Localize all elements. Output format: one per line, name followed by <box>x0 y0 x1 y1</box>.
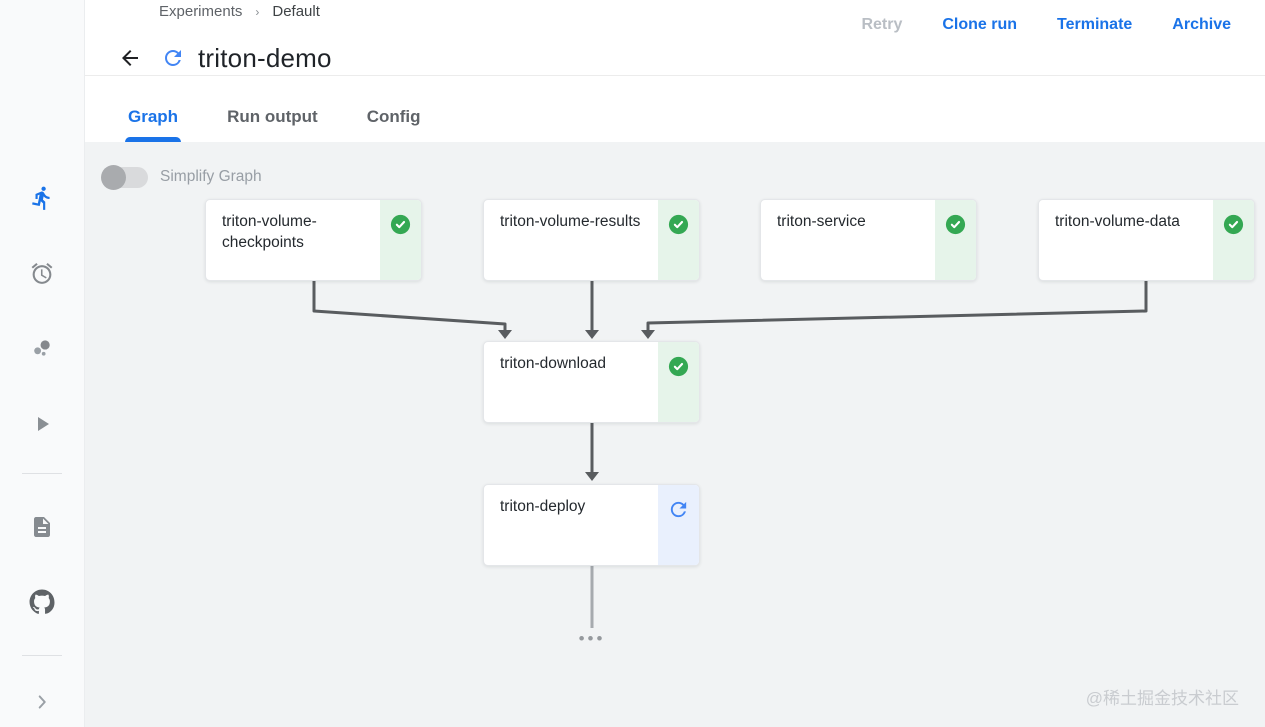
node-status-strip <box>658 200 699 280</box>
watermark: @稀土掘金技术社区 <box>1085 689 1239 708</box>
status-running-icon <box>667 498 690 521</box>
terminate-button[interactable]: Terminate <box>1057 16 1133 33</box>
simplify-graph-label: Simplify Graph <box>160 168 262 185</box>
left-nav-rail <box>0 0 85 727</box>
runs-icon[interactable] <box>29 185 55 216</box>
collapse-chevron-icon[interactable] <box>31 691 53 718</box>
experiments-icon[interactable] <box>30 336 55 366</box>
tab-run-output[interactable]: Run output <box>227 107 318 126</box>
graph-canvas: Simplify Graph triton-volume-checkpoints… <box>85 142 1265 727</box>
rail-divider <box>22 655 62 656</box>
rail-divider <box>22 473 62 474</box>
retry-button: Retry <box>861 16 903 33</box>
node-status-strip <box>1213 200 1254 280</box>
github-icon[interactable] <box>29 589 55 620</box>
node-label: triton-volume-results <box>500 213 641 230</box>
pipelines-icon[interactable] <box>30 412 54 441</box>
node-label: triton-deploy <box>500 498 586 515</box>
main-content: Experiments › Default triton-demo Retry … <box>85 0 1265 727</box>
node-triton-download[interactable]: triton-download <box>483 341 700 423</box>
header-divider <box>85 75 1265 76</box>
status-succeeded-icon <box>667 213 690 236</box>
back-arrow-icon[interactable] <box>118 46 142 70</box>
simplify-graph-toggle[interactable] <box>101 165 149 190</box>
node-label: triton-volume-data <box>1055 213 1180 230</box>
node-status-strip <box>935 200 976 280</box>
tab-config[interactable]: Config <box>366 107 421 126</box>
node-triton-volume-results[interactable]: triton-volume-results <box>483 199 700 281</box>
recurring-runs-icon[interactable] <box>30 261 55 291</box>
clone-run-button[interactable]: Clone run <box>942 16 1018 33</box>
status-succeeded-icon <box>1222 213 1245 236</box>
run-status-running-icon <box>161 46 185 70</box>
node-status-strip <box>380 200 421 280</box>
artifacts-icon[interactable] <box>30 515 54 544</box>
tab-graph[interactable]: Graph <box>124 107 182 142</box>
title-row: triton-demo <box>118 40 332 76</box>
breadcrumb-separator-icon: › <box>255 4 260 19</box>
page-title: triton-demo <box>198 42 332 73</box>
node-label: triton-volume-checkpoints <box>222 213 317 252</box>
more-nodes-indicator: ••• <box>578 629 606 648</box>
breadcrumb: Experiments › Default <box>159 3 320 20</box>
breadcrumb-default[interactable]: Default <box>272 3 320 20</box>
node-triton-volume-checkpoints[interactable]: triton-volume-checkpoints <box>205 199 422 281</box>
toggle-knob <box>101 165 126 190</box>
node-label: triton-download <box>500 355 606 372</box>
run-actions: Retry Clone run Terminate Archive <box>861 16 1231 34</box>
tab-bar: Graph Run output Config <box>85 76 1265 142</box>
status-succeeded-icon <box>389 213 412 236</box>
node-triton-volume-data[interactable]: triton-volume-data <box>1038 199 1255 281</box>
node-triton-deploy[interactable]: triton-deploy <box>483 484 700 566</box>
node-triton-service[interactable]: triton-service <box>760 199 977 281</box>
node-status-strip <box>658 342 699 422</box>
archive-button[interactable]: Archive <box>1172 16 1231 33</box>
status-succeeded-icon <box>667 355 690 378</box>
breadcrumb-experiments[interactable]: Experiments <box>159 3 243 20</box>
node-status-strip <box>658 485 699 565</box>
status-succeeded-icon <box>944 213 967 236</box>
node-label: triton-service <box>777 213 866 230</box>
